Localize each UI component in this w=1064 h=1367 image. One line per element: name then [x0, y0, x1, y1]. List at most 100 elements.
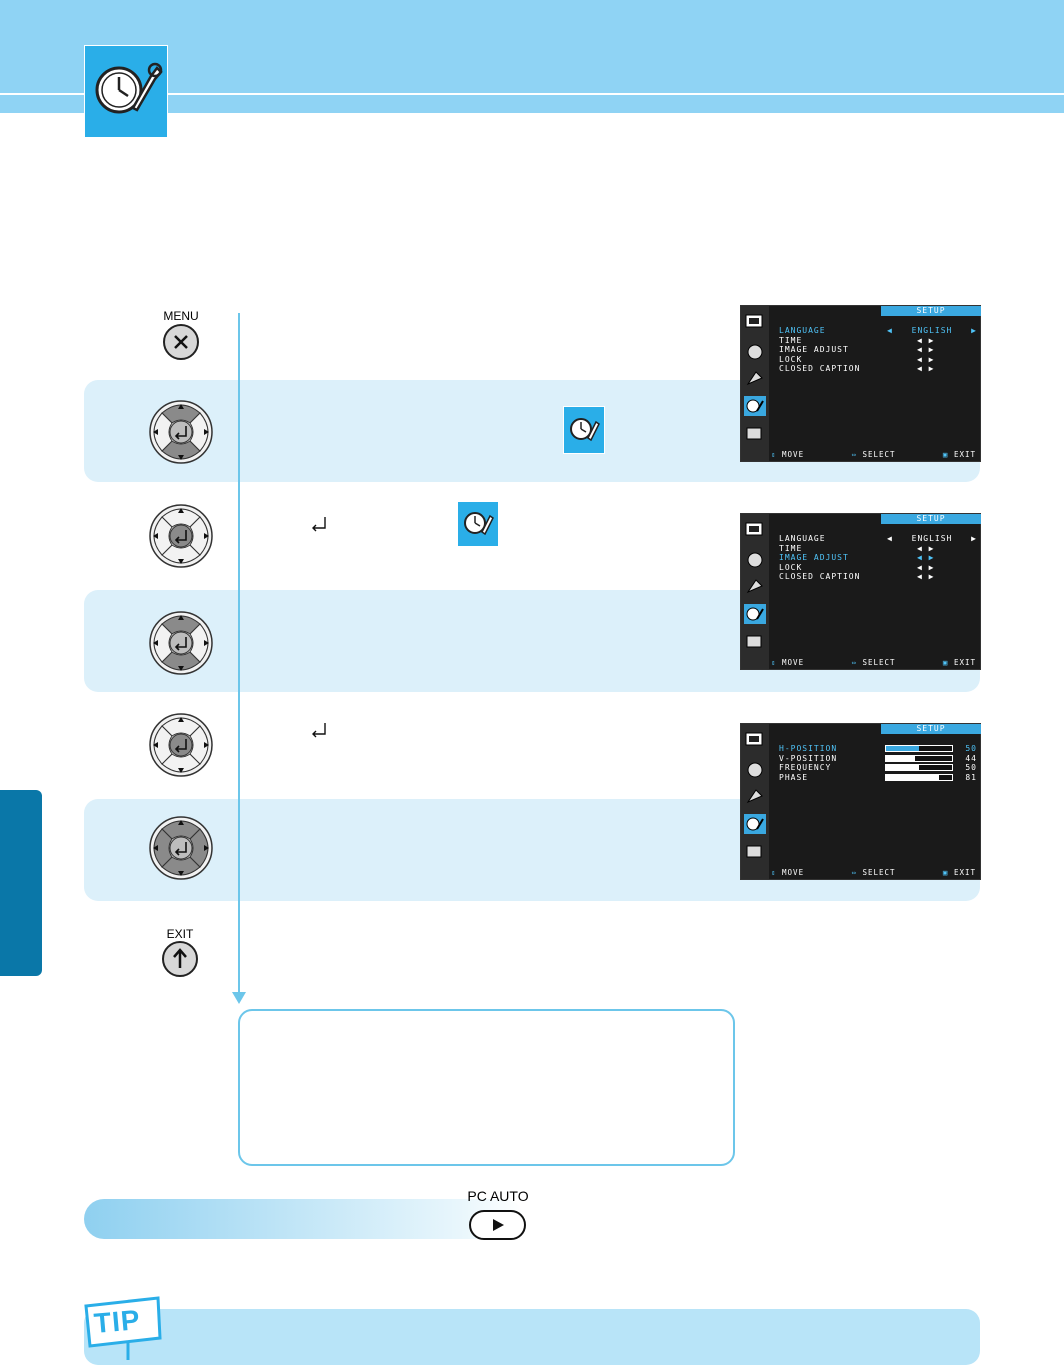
pc-auto-label: PC AUTO [467, 1188, 529, 1204]
picture-icon [744, 312, 766, 332]
move-arrows-icon: ⇕ [771, 450, 777, 459]
exit-button[interactable] [162, 941, 198, 977]
osd-item-image-adjust[interactable]: IMAGE ADJUST [779, 345, 849, 355]
right-arrow-icon: ▶ [971, 326, 977, 335]
tip-band [84, 1309, 980, 1365]
left-right-arrows-icon: ◀ ▶ [917, 335, 935, 345]
exit-button-label: EXIT [166, 927, 194, 941]
osd-value: 50 [965, 744, 977, 753]
sound-icon [744, 760, 766, 780]
osd-menu-list: H-POSITION V-POSITION FREQUENCY PHASE [779, 744, 837, 782]
up-arrow-icon [173, 948, 187, 968]
osd-footer-move: MOVE [782, 450, 805, 459]
osd-footer-exit: EXIT [953, 868, 976, 877]
enter-key-icon [312, 517, 326, 532]
enter-key-icon [312, 723, 326, 738]
osd-item-closed-caption[interactable]: CLOSED CAPTION [779, 364, 861, 374]
exit-key-icon: ▣ [942, 658, 949, 667]
osd-values: ◀ ENGLISH ▶ ◀ ▶ ◀ ▶ ◀ ▶ ◀ ▶ [887, 326, 977, 374]
osd-footer: ⇕ MOVE ⇔ SELECT ▣ EXIT [771, 450, 976, 459]
input-icon [744, 632, 766, 652]
osd-value: 44 [965, 753, 977, 763]
osd-setup-screen-2: SETUP LANGUAGE TIME IMAGE ADJUST LOCK CL… [740, 513, 981, 670]
osd-setup-screen-1: SETUP LANGUAGE TIME IMAGE ADJUST LOCK CL… [740, 305, 981, 462]
setup-icon [744, 814, 766, 834]
osd-values: ◀ ENGLISH ▶ ◀ ▶ ◀ ▶ ◀ ▶ ◀ ▶ [887, 534, 977, 582]
setup-clock-wrench-icon [84, 45, 168, 138]
left-right-arrows-icon: ◀ ▶ [917, 562, 935, 572]
exit-key-icon: ▣ [942, 450, 949, 459]
select-arrows-icon: ⇔ [851, 450, 857, 459]
osd-item-v-position[interactable]: V-POSITION [779, 753, 838, 763]
menu-button-label: MENU [163, 309, 199, 323]
left-arrow-icon: ◀ [887, 326, 893, 335]
input-icon [744, 842, 766, 862]
osd-language-value: ENGLISH [911, 534, 953, 543]
osd-item-time[interactable]: TIME [779, 335, 803, 345]
tip-sign-icon: TIP [84, 1296, 164, 1360]
input-icon [744, 424, 766, 444]
osd-footer-select: SELECT [862, 658, 896, 667]
osd-footer: ⇕ MOVE ⇔ SELECT ▣ EXIT [771, 658, 976, 667]
osd-title: SETUP [881, 514, 981, 524]
left-right-arrows-icon: ◀ ▶ [917, 354, 935, 364]
frequency-slider[interactable] [885, 764, 953, 772]
v-position-slider[interactable] [885, 754, 953, 762]
left-right-arrows-icon: ◀ ▶ [917, 553, 935, 563]
setup-menu-icon [457, 501, 499, 547]
osd-footer-exit: EXIT [953, 450, 976, 459]
osd-footer-select: SELECT [862, 450, 896, 459]
osd-item-time[interactable]: TIME [779, 543, 803, 553]
timeline-arrow-icon [232, 992, 246, 1004]
move-arrows-icon: ⇕ [771, 868, 777, 877]
osd-footer: ⇕ MOVE ⇔ SELECT ▣ EXIT [771, 868, 976, 877]
setup-icon [744, 396, 766, 416]
osd-value: 50 [965, 763, 977, 773]
osd-item-image-adjust[interactable]: IMAGE ADJUST [779, 553, 849, 563]
osd-language-value: ENGLISH [911, 326, 953, 335]
osd-item-closed-caption[interactable]: CLOSED CAPTION [779, 572, 861, 582]
close-x-icon [174, 335, 188, 349]
section-side-tab [0, 790, 42, 976]
osd-item-lock[interactable]: LOCK [779, 562, 803, 572]
osd-item-language[interactable]: LANGUAGE [779, 326, 826, 335]
left-right-arrows-icon: ◀ ▶ [917, 345, 935, 355]
header-divider [0, 93, 1064, 95]
osd-menu-list: LANGUAGE TIME IMAGE ADJUST LOCK CLOSED C… [779, 534, 860, 582]
osd-footer-select: SELECT [862, 868, 896, 877]
osd-menu-list: LANGUAGE TIME IMAGE ADJUST LOCK CLOSED C… [779, 326, 860, 374]
left-right-arrows-icon: ◀ ▶ [917, 364, 935, 374]
pc-auto-button[interactable] [469, 1210, 526, 1240]
left-right-arrows-icon: ◀ ▶ [917, 572, 935, 582]
channel-antenna-icon [744, 786, 766, 806]
osd-item-lock[interactable]: LOCK [779, 354, 803, 364]
direction-pad-up-down[interactable] [148, 399, 214, 465]
osd-footer-move: MOVE [782, 658, 805, 667]
pc-auto-band [84, 1199, 524, 1239]
right-arrow-icon: ▶ [971, 534, 977, 543]
play-icon [493, 1219, 504, 1231]
setup-icon [744, 604, 766, 624]
exit-key-icon: ▣ [942, 868, 949, 877]
phase-slider[interactable] [885, 774, 953, 782]
h-position-slider[interactable] [885, 745, 953, 753]
direction-pad-all[interactable] [148, 815, 214, 881]
osd-item-h-position[interactable]: H-POSITION [779, 744, 838, 753]
direction-pad-up-down[interactable] [148, 610, 214, 676]
note-box [238, 1009, 735, 1166]
osd-title: SETUP [881, 306, 981, 316]
select-arrows-icon: ⇔ [851, 658, 857, 667]
left-right-arrows-icon: ◀ ▶ [917, 543, 935, 553]
direction-pad-enter[interactable] [148, 503, 214, 569]
menu-button[interactable] [163, 324, 199, 360]
move-arrows-icon: ⇕ [771, 658, 777, 667]
left-arrow-icon: ◀ [887, 534, 893, 543]
picture-icon [744, 730, 766, 750]
osd-item-phase[interactable]: PHASE [779, 772, 809, 782]
osd-item-language[interactable]: LANGUAGE [779, 534, 826, 543]
tip-label: TIP [92, 1304, 142, 1339]
picture-icon [744, 520, 766, 540]
direction-pad-enter[interactable] [148, 712, 214, 778]
sound-icon [744, 342, 766, 362]
osd-item-frequency[interactable]: FREQUENCY [779, 763, 832, 773]
